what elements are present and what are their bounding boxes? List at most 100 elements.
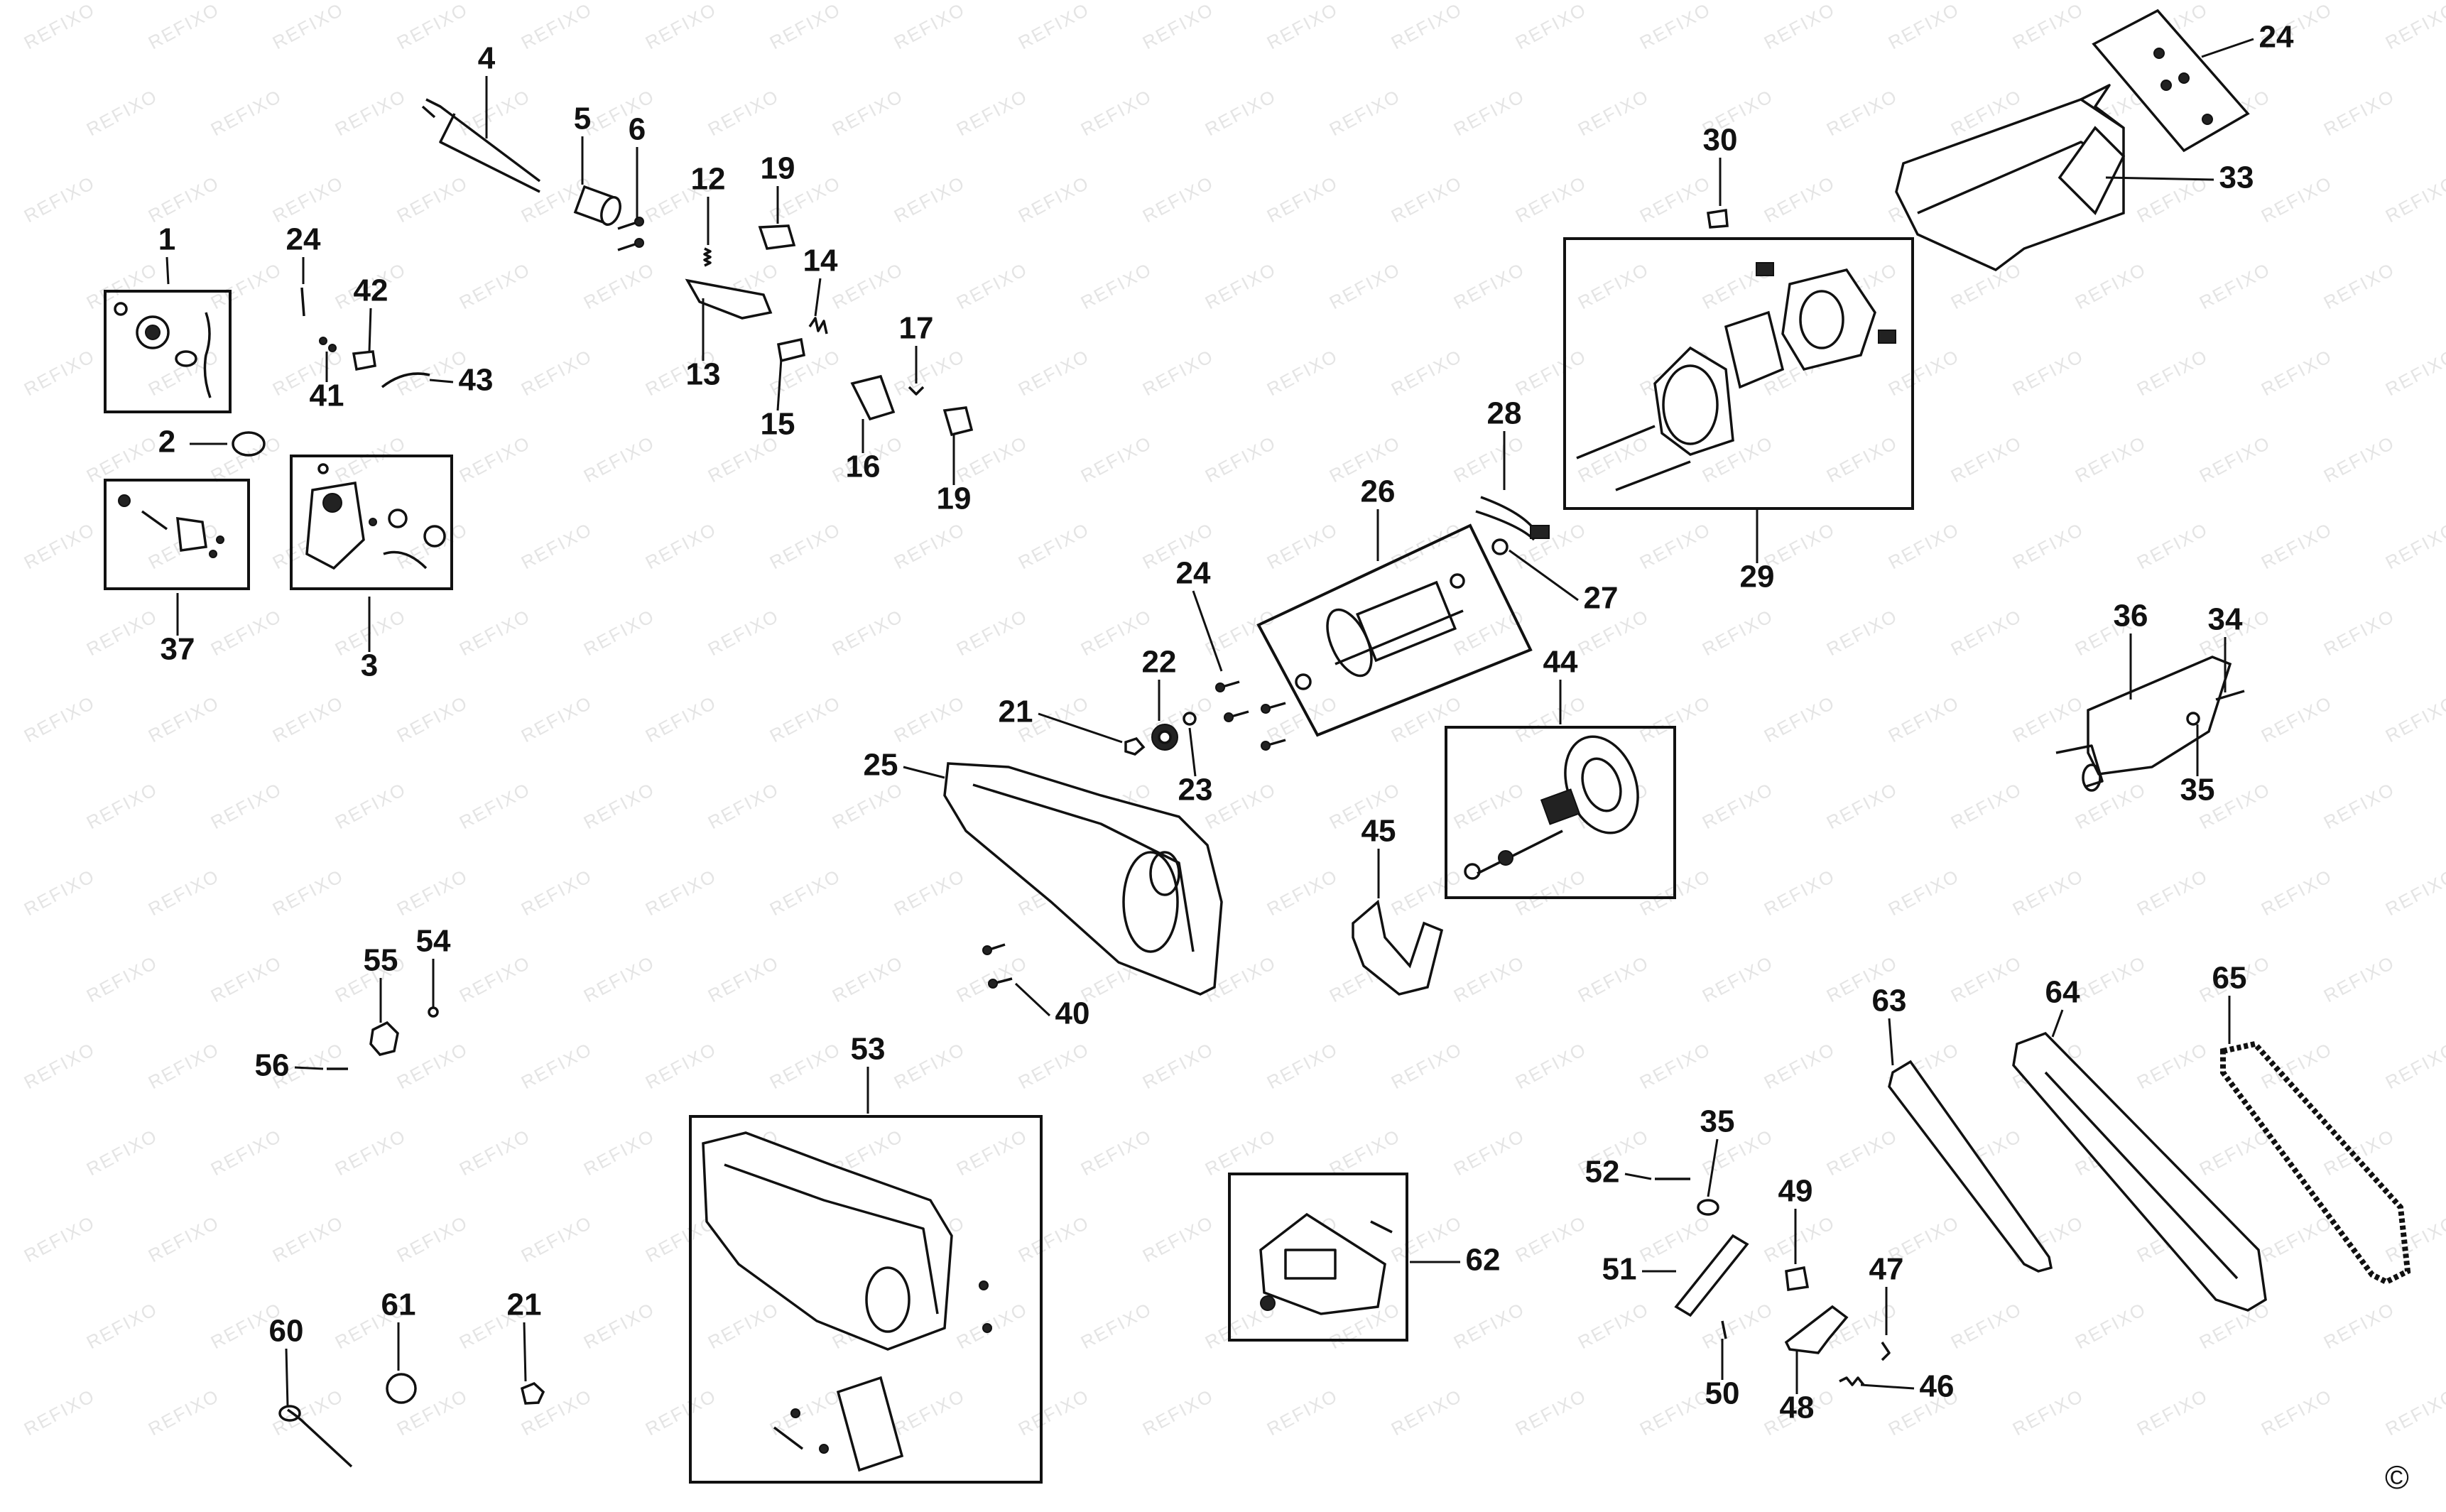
leader-line-14 bbox=[814, 278, 822, 317]
leader-line-43 bbox=[429, 379, 454, 384]
callout-14: 14 bbox=[803, 244, 838, 317]
callout-24: 24 bbox=[286, 222, 321, 284]
callout-number: 62 bbox=[1466, 1243, 1501, 1278]
callout-number: 22 bbox=[1142, 645, 1177, 680]
callout-number: 49 bbox=[1778, 1174, 1813, 1209]
callout-number: 33 bbox=[2219, 161, 2254, 195]
callout-number: 36 bbox=[2114, 599, 2148, 633]
part-14-spring bbox=[808, 317, 828, 335]
callout-number: 35 bbox=[1700, 1104, 1735, 1139]
callout-number: 24 bbox=[2259, 20, 2294, 55]
leader-line-1 bbox=[165, 256, 170, 285]
callout-number: 46 bbox=[1920, 1369, 1955, 1404]
callout-number: 2 bbox=[158, 425, 175, 459]
callout-62: 62 bbox=[1410, 1243, 1500, 1278]
leader-line-21 bbox=[1038, 712, 1123, 744]
callout-56: 56 bbox=[255, 1048, 324, 1083]
callout-number: 16 bbox=[846, 450, 881, 484]
callout-number: 12 bbox=[691, 162, 726, 197]
callout-40: 40 bbox=[1014, 982, 1089, 1031]
part-15-lock-button bbox=[776, 337, 806, 363]
callout-44: 44 bbox=[1543, 645, 1578, 724]
callout-35: 35 bbox=[2180, 724, 2214, 807]
part-5-bushing bbox=[573, 185, 621, 226]
part-49-block bbox=[1785, 1266, 1810, 1291]
callout-23: 23 bbox=[1178, 727, 1213, 807]
callout-number: 29 bbox=[1740, 560, 1775, 594]
callout-51: 51 bbox=[1602, 1252, 1676, 1287]
part-21-nut-lower bbox=[520, 1381, 545, 1405]
callout-number: 52 bbox=[1585, 1155, 1620, 1190]
callout-24: 24 bbox=[2201, 20, 2294, 58]
callout-17: 17 bbox=[899, 311, 933, 384]
callout-number: 34 bbox=[2208, 602, 2243, 637]
leader-line-27 bbox=[1509, 549, 1579, 602]
callout-33: 33 bbox=[2105, 161, 2254, 195]
callout-number: 41 bbox=[310, 379, 344, 413]
callout-number: 14 bbox=[803, 244, 838, 278]
part-65-saw-chain bbox=[2220, 1040, 2411, 1285]
callout-53: 53 bbox=[851, 1032, 886, 1114]
callout-number: 51 bbox=[1602, 1252, 1637, 1287]
callout-60: 60 bbox=[269, 1314, 303, 1407]
callout-24: 24 bbox=[1176, 556, 1223, 672]
callout-number: 37 bbox=[161, 632, 195, 667]
callout-number: 23 bbox=[1178, 773, 1213, 807]
callout-13: 13 bbox=[686, 298, 720, 392]
callout-number: 26 bbox=[1361, 474, 1396, 509]
callout-number: 24 bbox=[286, 222, 321, 257]
callout-19: 19 bbox=[761, 151, 795, 224]
callout-number: 61 bbox=[381, 1288, 416, 1322]
leader-line-35 bbox=[1707, 1138, 1719, 1197]
part-22-pinion-gear bbox=[1151, 724, 1178, 751]
callout-47: 47 bbox=[1869, 1252, 1903, 1335]
part-60-wrench-end bbox=[278, 1405, 301, 1422]
callout-21: 21 bbox=[999, 695, 1123, 744]
leader-line-63 bbox=[1888, 1018, 1894, 1066]
callout-number: 63 bbox=[1872, 984, 1907, 1018]
callout-number: 1 bbox=[158, 222, 175, 257]
callout-number: 21 bbox=[507, 1288, 542, 1322]
part-2-o-ring bbox=[232, 431, 266, 457]
part-51-tensioner-arm bbox=[1674, 1234, 1749, 1317]
leader-line-52 bbox=[1624, 1173, 1652, 1180]
callout-number: 25 bbox=[864, 748, 898, 783]
callout-29: 29 bbox=[1740, 510, 1775, 594]
callout-63: 63 bbox=[1872, 984, 1907, 1066]
part-4-power-cord bbox=[421, 98, 541, 193]
callout-1: 1 bbox=[158, 222, 175, 285]
part-35-washer-lower bbox=[1697, 1199, 1719, 1216]
callout-25: 25 bbox=[864, 748, 945, 783]
part-28-lead-wires bbox=[1475, 496, 1550, 541]
part-63-guide-bar bbox=[1888, 1060, 2053, 1273]
part-48-plate bbox=[1784, 1305, 1849, 1354]
leader-line-25 bbox=[903, 766, 945, 779]
callout-50: 50 bbox=[1705, 1339, 1740, 1411]
callout-65: 65 bbox=[2212, 961, 2247, 1044]
part-21-nut bbox=[1124, 736, 1146, 756]
part-61-cap bbox=[386, 1373, 417, 1404]
callout-42: 42 bbox=[354, 273, 388, 352]
callout-number: 65 bbox=[2212, 961, 2247, 996]
callout-number: 5 bbox=[574, 102, 591, 136]
leader-line-23 bbox=[1188, 727, 1197, 777]
part-19-upper-latch bbox=[758, 224, 796, 250]
leader-line-42 bbox=[368, 308, 372, 352]
callout-2: 2 bbox=[158, 425, 227, 459]
copyright-mark: © bbox=[2385, 1459, 2409, 1496]
part-23-washer bbox=[1183, 712, 1197, 726]
part-35-washer-right bbox=[2186, 712, 2200, 726]
leader-line-64 bbox=[2051, 1009, 2064, 1038]
callout-number: 50 bbox=[1705, 1376, 1740, 1411]
part-17-pin bbox=[908, 386, 925, 396]
callout-number: 55 bbox=[364, 943, 398, 978]
callout-number: 53 bbox=[851, 1032, 886, 1067]
part-53-side-cover-kit bbox=[689, 1115, 1043, 1484]
callout-number: 24 bbox=[1176, 556, 1211, 591]
part-27-washer bbox=[1491, 538, 1509, 555]
callout-35: 35 bbox=[1700, 1104, 1735, 1197]
part-33-rear-handle-housing bbox=[1895, 84, 2126, 272]
part-29-motor-assembly bbox=[1563, 237, 1914, 510]
leader-line-40 bbox=[1014, 982, 1051, 1017]
